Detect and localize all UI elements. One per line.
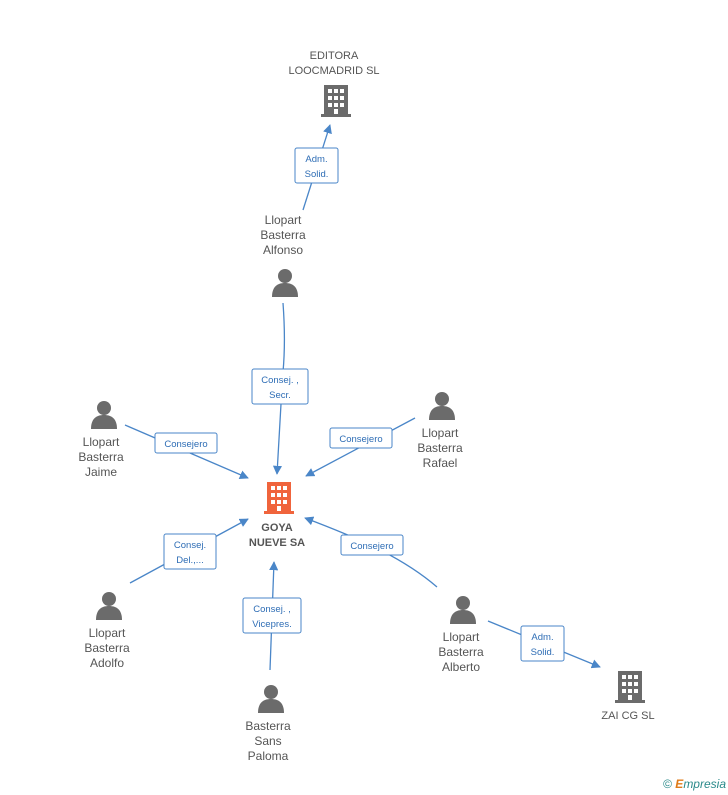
node-label: Rafael: [423, 456, 458, 470]
edge-label-text: Del.,...: [176, 555, 203, 566]
node-label: Basterra: [260, 228, 306, 242]
person-icon: [96, 592, 122, 620]
node-label: ZAI CG SL: [601, 710, 654, 722]
edge-label-adolfo-goya[interactable]: Consej. Del.,...: [163, 533, 217, 570]
edge-label-alberto-goya[interactable]: Consejero: [340, 534, 404, 556]
node-label: Jaime: [85, 465, 117, 479]
node-adolfo[interactable]: Llopart Basterra Adolfo: [84, 592, 130, 670]
node-editora[interactable]: EDITORA LOOCMADRID SL: [288, 50, 380, 117]
building-icon: [615, 671, 645, 703]
edge-label-text: Consej. ,: [261, 375, 299, 386]
node-paloma[interactable]: Basterra Sans Paloma: [245, 685, 291, 763]
node-label: Sans: [254, 734, 281, 748]
node-label: Llopart: [443, 630, 480, 644]
edge-label-text: Solid.: [531, 647, 555, 658]
edge-label-alberto-zaicg[interactable]: Adm. Solid.: [520, 625, 565, 662]
edges: [124, 124, 601, 671]
node-label: Adolfo: [90, 656, 124, 670]
watermark-e: E: [675, 777, 684, 791]
edge-label-text: Consej. ,: [253, 604, 291, 615]
node-label: Basterra: [245, 719, 291, 733]
building-icon: [264, 482, 294, 514]
node-label: Llopart: [265, 213, 302, 227]
node-label: Basterra: [84, 641, 130, 655]
edge-label-text: Consejero: [350, 541, 393, 552]
node-jaime[interactable]: Llopart Basterra Jaime: [78, 401, 124, 479]
node-rafael[interactable]: Llopart Basterra Rafael: [417, 392, 463, 470]
person-icon: [258, 685, 284, 713]
copyright-icon: ©: [663, 777, 672, 791]
node-label: Llopart: [83, 435, 120, 449]
node-alberto[interactable]: Llopart Basterra Alberto: [438, 596, 484, 674]
edge-label-alfonso-editora[interactable]: Adm. Solid.: [294, 147, 339, 184]
person-icon: [450, 596, 476, 624]
node-label: EDITORA: [310, 50, 359, 62]
node-label: Paloma: [248, 749, 289, 763]
edge-label-text: Adm.: [305, 154, 327, 165]
edge-labels: Adm. Solid. Consej. , Secr. Consejero Co…: [154, 147, 565, 662]
node-label: Llopart: [422, 426, 459, 440]
edge-label-text: Consejero: [339, 434, 382, 445]
edge-label-text: Vicepres.: [252, 619, 291, 630]
edge-label-text: Consej.: [174, 540, 206, 551]
edge-label-rafael-goya[interactable]: Consejero: [329, 427, 393, 449]
edge-label-text: Solid.: [305, 169, 329, 180]
node-label: Basterra: [438, 645, 484, 659]
building-icon: [321, 85, 351, 117]
person-icon: [429, 392, 455, 420]
node-label: Alberto: [442, 660, 480, 674]
edge-label-text: Consejero: [164, 439, 207, 450]
node-label: Alfonso: [263, 243, 303, 257]
node-label: NUEVE SA: [249, 537, 305, 549]
empresia-watermark: © Empresia: [663, 777, 726, 791]
edge-label-paloma-goya[interactable]: Consej. , Vicepres.: [242, 597, 302, 634]
person-icon: [91, 401, 117, 429]
node-label: GOYA: [261, 522, 292, 534]
node-label: LOOCMADRID SL: [288, 65, 379, 77]
node-goya[interactable]: GOYA NUEVE SA: [249, 482, 305, 549]
edge-label-alfonso-goya[interactable]: Consej. , Secr.: [251, 368, 309, 405]
node-label: Basterra: [417, 441, 463, 455]
node-zaicg[interactable]: ZAI CG SL: [601, 671, 655, 722]
edge-label-text: Secr.: [269, 390, 291, 401]
node-alfonso[interactable]: Llopart Basterra Alfonso: [260, 213, 306, 297]
edge-line-alfonso-goya: [277, 302, 285, 474]
watermark-text: mpresia: [683, 777, 726, 791]
edge-label-jaime-goya[interactable]: Consejero: [154, 432, 218, 454]
node-label: Basterra: [78, 450, 124, 464]
node-label: Llopart: [89, 626, 126, 640]
edge-label-text: Adm.: [531, 632, 553, 643]
person-icon: [272, 269, 298, 297]
